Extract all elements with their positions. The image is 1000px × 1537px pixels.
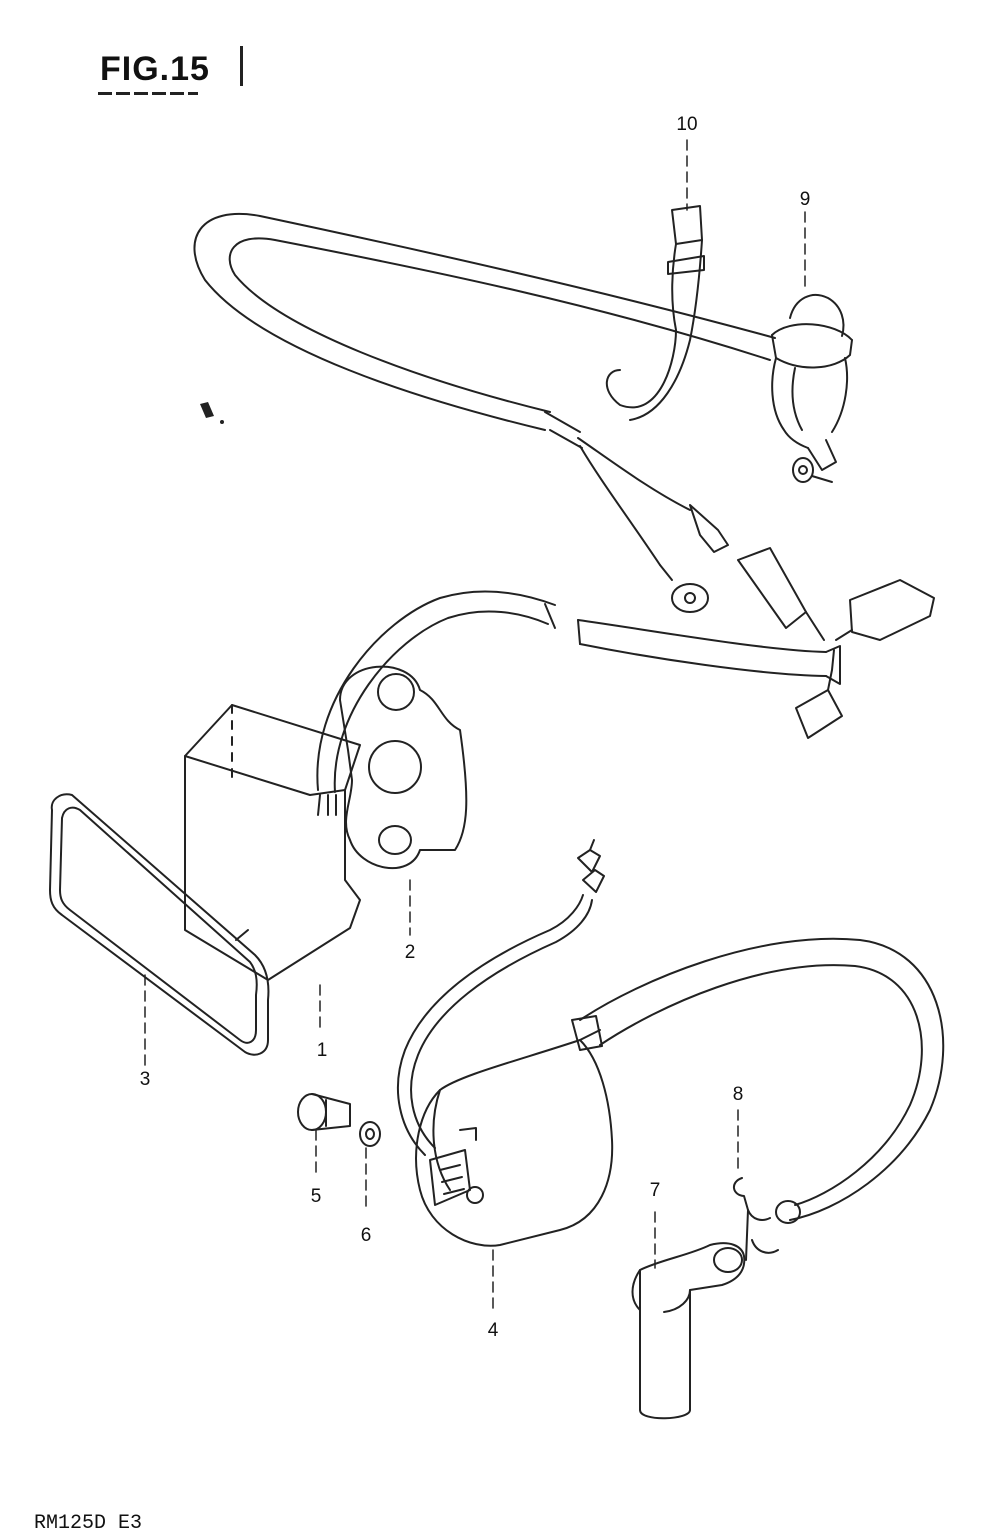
callout-7: 7 <box>650 1180 661 1201</box>
callout-10: 10 <box>676 114 697 135</box>
coil-primary-wire <box>398 840 604 1155</box>
coil-lead-wire <box>317 592 840 792</box>
callout-4: 4 <box>488 1320 499 1341</box>
part-3-cover <box>50 794 268 1054</box>
part-6-washer <box>360 1122 380 1146</box>
callout-5: 5 <box>311 1186 322 1207</box>
callout-8: 8 <box>733 1084 744 1105</box>
leader-lines <box>145 140 805 1310</box>
stray-marks <box>200 402 224 424</box>
part-5-bolt <box>298 1094 350 1130</box>
callout-labels: 1 2 3 4 5 6 7 8 9 10 <box>140 114 811 1341</box>
high-tension-cord <box>572 939 943 1223</box>
part-10-band <box>607 206 704 420</box>
callout-1: 1 <box>317 1040 328 1061</box>
callout-3: 3 <box>140 1069 151 1090</box>
part-1-cdi-unit <box>185 705 360 980</box>
title-underline <box>98 92 198 95</box>
part-8-clip <box>734 1178 778 1260</box>
figure-title: FIG.15 <box>100 50 210 88</box>
callout-6: 6 <box>361 1225 372 1246</box>
connector-cluster <box>738 548 934 738</box>
title-separator <box>240 46 243 86</box>
kill-switch-harness <box>194 214 775 448</box>
callout-9: 9 <box>800 189 811 210</box>
part-9-kill-switch <box>772 295 852 482</box>
part-2-gasket <box>340 667 466 869</box>
part-7-plug-cap <box>633 1243 745 1418</box>
model-code: RM125D E3 <box>34 1512 143 1535</box>
part-4-ignition-coil <box>416 1030 612 1246</box>
harness-wire-ends <box>578 438 728 612</box>
callout-2: 2 <box>405 942 416 963</box>
